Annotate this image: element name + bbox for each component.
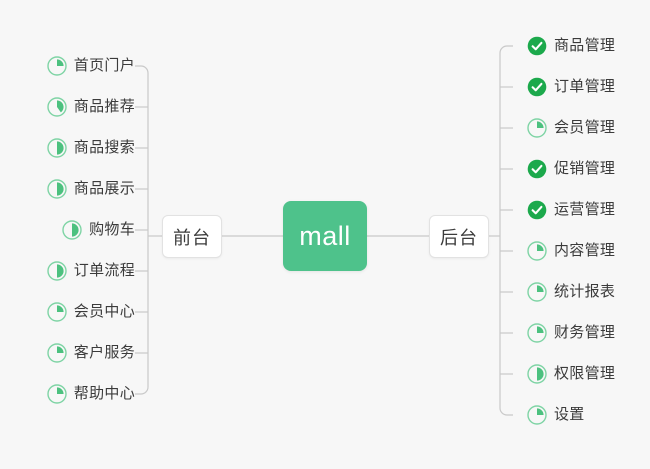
pie-progress-icon <box>527 323 547 343</box>
frontend-item-3[interactable]: 商品搜索 <box>0 134 135 162</box>
backend-item-9[interactable]: 权限管理 <box>527 360 615 388</box>
backend-item-label: 促销管理 <box>554 160 616 177</box>
pie-progress-icon <box>47 384 67 404</box>
frontend-item-label: 会员中心 <box>73 303 135 320</box>
frontend-item-9[interactable]: 帮助中心 <box>0 380 135 408</box>
check-circle-icon <box>527 36 547 56</box>
branch-node-frontend[interactable]: 前台 <box>162 215 222 258</box>
backend-item-label: 设置 <box>554 406 585 423</box>
backend-item-label: 权限管理 <box>554 365 616 382</box>
pie-progress-icon <box>47 261 67 281</box>
pie-progress-icon <box>47 343 67 363</box>
pie-progress-icon <box>527 282 547 302</box>
frontend-item-label: 客户服务 <box>73 344 135 361</box>
branch-node-frontend-label: 前台 <box>173 227 211 248</box>
backend-item-label: 财务管理 <box>554 324 616 341</box>
backend-item-label: 运营管理 <box>554 201 616 218</box>
backend-item-7[interactable]: 统计报表 <box>527 278 615 306</box>
frontend-item-8[interactable]: 客户服务 <box>0 339 135 367</box>
pie-progress-icon <box>47 302 67 322</box>
backend-item-4[interactable]: 促销管理 <box>527 155 615 183</box>
backend-item-1[interactable]: 商品管理 <box>527 32 615 60</box>
backend-item-label: 订单管理 <box>554 78 616 95</box>
frontend-item-1[interactable]: 首页门户 <box>0 52 135 80</box>
frontend-item-4[interactable]: 商品展示 <box>0 175 135 203</box>
frontend-item-5[interactable]: 购物车 <box>0 216 135 244</box>
frontend-item-label: 帮助中心 <box>73 385 135 402</box>
frontend-item-7[interactable]: 会员中心 <box>0 298 135 326</box>
frontend-item-6[interactable]: 订单流程 <box>0 257 135 285</box>
frontend-item-label: 订单流程 <box>73 262 135 279</box>
pie-progress-icon <box>527 405 547 425</box>
root-node-label: mall <box>299 220 351 251</box>
backend-item-2[interactable]: 订单管理 <box>527 73 615 101</box>
branch-node-backend[interactable]: 后台 <box>429 215 489 258</box>
check-circle-icon <box>527 77 547 97</box>
frontend-item-2[interactable]: 商品推荐 <box>0 93 135 121</box>
frontend-item-label: 商品搜索 <box>73 139 135 156</box>
pie-progress-icon <box>62 220 82 240</box>
pie-progress-icon <box>527 241 547 261</box>
backend-item-10[interactable]: 设置 <box>527 401 585 429</box>
backend-item-label: 商品管理 <box>554 37 616 54</box>
backend-item-label: 内容管理 <box>554 242 616 259</box>
pie-progress-icon <box>47 97 67 117</box>
backend-item-8[interactable]: 财务管理 <box>527 319 615 347</box>
backend-item-5[interactable]: 运营管理 <box>527 196 615 224</box>
pie-progress-icon <box>47 56 67 76</box>
root-node-mall[interactable]: mall <box>283 201 367 271</box>
pie-progress-icon <box>527 118 547 138</box>
branch-node-backend-label: 后台 <box>440 227 478 248</box>
backend-item-label: 统计报表 <box>554 283 616 300</box>
backend-item-6[interactable]: 内容管理 <box>527 237 615 265</box>
frontend-item-label: 商品推荐 <box>73 98 135 115</box>
frontend-item-label: 商品展示 <box>73 180 135 197</box>
frontend-item-label: 首页门户 <box>73 57 135 74</box>
frontend-item-label: 购物车 <box>89 221 135 238</box>
pie-progress-icon <box>47 179 67 199</box>
pie-progress-icon <box>527 364 547 384</box>
pie-progress-icon <box>47 138 67 158</box>
check-circle-icon <box>527 200 547 220</box>
backend-item-label: 会员管理 <box>554 119 616 136</box>
check-circle-icon <box>527 159 547 179</box>
backend-item-3[interactable]: 会员管理 <box>527 114 615 142</box>
